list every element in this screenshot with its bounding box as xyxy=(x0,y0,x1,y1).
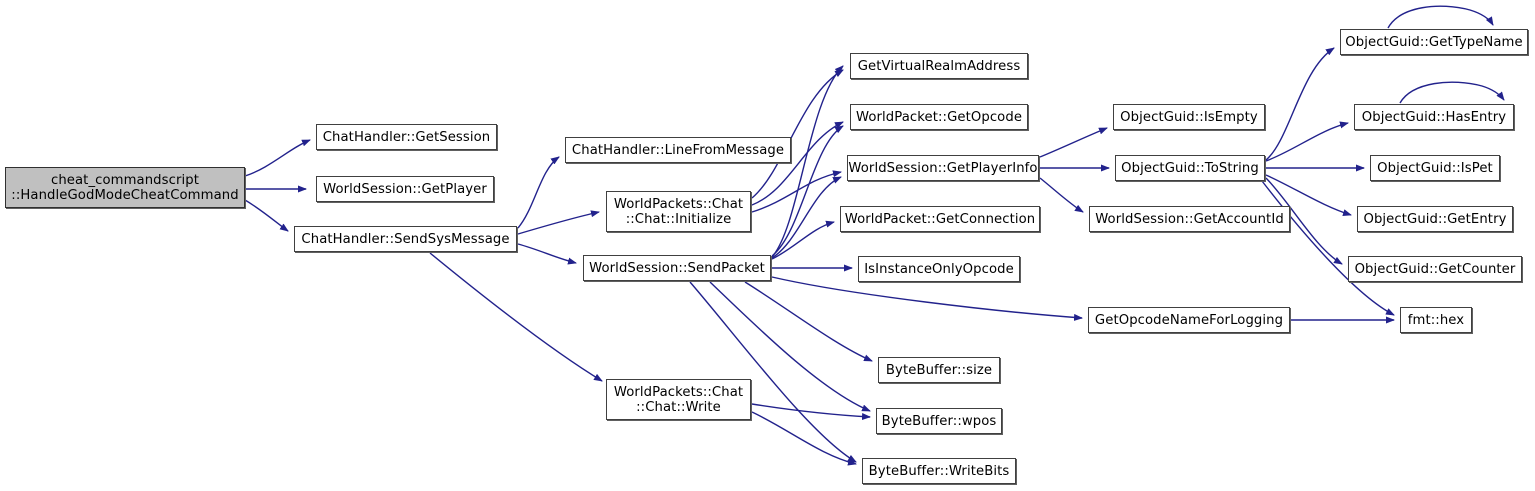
graph-node-getopcode[interactable]: WorldPacket::GetOpcode xyxy=(850,104,1028,130)
graph-node-label: ByteBuffer::wpos xyxy=(881,413,997,429)
graph-edge xyxy=(429,252,603,382)
graph-node-label: ObjectGuid::GetTypeName xyxy=(1345,34,1523,50)
graph-node-label: WorldSession::GetAccountId xyxy=(1095,211,1284,227)
graph-node-label: WorldPacket::GetOpcode xyxy=(855,109,1023,125)
graph-edge xyxy=(1265,121,1349,162)
graph-node-label: cheat_commandscript ::HandleGodModeCheat… xyxy=(11,172,239,203)
graph-edge xyxy=(1039,127,1108,158)
graph-node-label: ChatHandler::SendSysMessage xyxy=(301,231,510,247)
graph-node-sendpacket[interactable]: WorldSession::SendPacket xyxy=(583,255,771,281)
graph-edge xyxy=(517,243,577,265)
graph-node-label: ObjectGuid::GetCounter xyxy=(1354,261,1516,277)
graph-edge xyxy=(244,139,311,177)
graph-edge xyxy=(1261,180,1395,316)
graph-edge xyxy=(1399,81,1505,104)
graph-edge xyxy=(771,276,1083,321)
graph-edge xyxy=(517,156,560,229)
graph-edge xyxy=(771,176,842,259)
graph-node-label: WorldPacket::GetConnection xyxy=(844,211,1036,227)
graph-edge xyxy=(751,121,844,206)
graph-node-getcounter[interactable]: ObjectGuid::GetCounter xyxy=(1348,256,1522,282)
graph-node-label: WorldPackets::Chat ::Chat::Write xyxy=(613,384,744,415)
graph-node-label: GetVirtualRealmAddress xyxy=(857,58,1021,74)
graph-node-bbwpos[interactable]: ByteBuffer::wpos xyxy=(876,408,1002,434)
graph-node-label: WorldPackets::Chat ::Chat::Initialize xyxy=(613,196,744,227)
graph-edge xyxy=(517,210,600,235)
graph-node-label: ChatHandler::GetSession xyxy=(322,129,491,145)
graph-node-label: ObjectGuid::IsEmpty xyxy=(1120,109,1258,125)
graph-edge xyxy=(751,403,871,421)
graph-node-label: ObjectGuid::IsPet xyxy=(1377,160,1493,176)
graph-node-label: IsInstanceOnlyOpcode xyxy=(864,261,1014,277)
graph-node-label: WorldSession::GetPlayerInfo xyxy=(848,160,1038,176)
graph-node-getsession[interactable]: ChatHandler::GetSession xyxy=(316,124,497,150)
graph-node-label: ByteBuffer::size xyxy=(885,362,993,378)
graph-node-root[interactable]: cheat_commandscript ::HandleGodModeCheat… xyxy=(5,167,245,208)
graph-node-bbwritebits[interactable]: ByteBuffer::WriteBits xyxy=(862,458,1016,484)
graph-node-chatinitialize[interactable]: WorldPackets::Chat ::Chat::Initialize xyxy=(606,191,751,232)
graph-node-label: ChatHandler::LineFromMessage xyxy=(571,142,785,158)
graph-node-isinstanceonly[interactable]: IsInstanceOnlyOpcode xyxy=(858,256,1020,282)
graph-node-fmthex[interactable]: fmt::hex xyxy=(1400,307,1472,333)
graph-edge xyxy=(689,281,857,463)
graph-edge xyxy=(244,199,289,232)
graph-node-gettypename[interactable]: ObjectGuid::GetTypeName xyxy=(1340,29,1528,55)
graph-node-label: ObjectGuid::GetEntry xyxy=(1363,211,1507,227)
graph-node-linefrommessage[interactable]: ChatHandler::LineFromMessage xyxy=(565,137,791,163)
graph-node-getplayerinfo[interactable]: WorldSession::GetPlayerInfo xyxy=(847,155,1039,181)
graph-node-tostring[interactable]: ObjectGuid::ToString xyxy=(1115,155,1265,181)
graph-node-label: WorldSession::SendPacket xyxy=(589,260,765,276)
graph-node-getvirtualrealm[interactable]: GetVirtualRealmAddress xyxy=(850,53,1028,79)
graph-node-getentry[interactable]: ObjectGuid::GetEntry xyxy=(1357,206,1513,232)
graph-edge xyxy=(744,281,873,362)
graph-edge xyxy=(751,69,844,199)
graph-node-isempty[interactable]: ObjectGuid::IsEmpty xyxy=(1113,104,1265,130)
graph-node-label: ObjectGuid::ToString xyxy=(1121,160,1259,176)
graph-node-getplayer[interactable]: WorldSession::GetPlayer xyxy=(316,176,494,202)
graph-edge xyxy=(751,411,857,466)
graph-edge xyxy=(1387,5,1494,29)
graph-edge xyxy=(751,170,842,213)
graph-node-hasentry[interactable]: ObjectGuid::HasEntry xyxy=(1354,104,1514,130)
graph-node-opcodename[interactable]: GetOpcodeNameForLogging xyxy=(1088,307,1290,333)
graph-node-getaccountid[interactable]: WorldSession::GetAccountId xyxy=(1089,206,1290,232)
graph-edge xyxy=(1265,47,1335,161)
graph-edge xyxy=(1039,177,1084,213)
graph-node-sendsysmessage[interactable]: ChatHandler::SendSysMessage xyxy=(294,226,517,252)
graph-node-ispet[interactable]: ObjectGuid::IsPet xyxy=(1370,155,1500,181)
graph-node-label: ByteBuffer::WriteBits xyxy=(868,463,1010,479)
graph-node-label: WorldSession::GetPlayer xyxy=(323,181,487,197)
graph-node-getconnection[interactable]: WorldPacket::GetConnection xyxy=(840,206,1040,232)
graph-node-label: ObjectGuid::HasEntry xyxy=(1361,109,1507,125)
graph-node-label: fmt::hex xyxy=(1407,312,1465,328)
graph-node-chatwrite[interactable]: WorldPackets::Chat ::Chat::Write xyxy=(606,379,751,420)
graph-node-bbsize[interactable]: ByteBuffer::size xyxy=(878,357,1000,383)
graph-edge xyxy=(771,220,835,260)
graph-node-label: GetOpcodeNameForLogging xyxy=(1094,312,1284,328)
